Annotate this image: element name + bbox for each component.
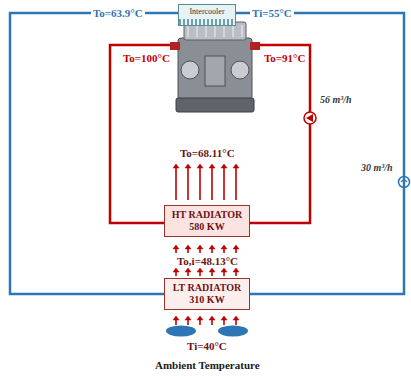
air-arrow-head <box>197 164 203 168</box>
air-arrow-head <box>233 268 239 272</box>
coolant-pipe <box>236 13 404 294</box>
fan-symbols <box>166 326 248 337</box>
air-arrow-head <box>197 245 203 249</box>
air-arrow-head <box>173 268 179 272</box>
temperature-label: Ti=40°C <box>187 340 227 353</box>
node-text: HT RADIATOR <box>171 209 243 221</box>
air-arrow-head <box>197 268 203 272</box>
air-arrow <box>175 167 177 200</box>
engine-fin <box>187 25 189 37</box>
air-arrow <box>223 167 225 200</box>
air-arrow-head <box>197 316 203 320</box>
air-arrow-head <box>209 316 215 320</box>
engine-fin <box>214 25 216 37</box>
temperature-label: Ti=55°C <box>250 7 294 20</box>
intercooler-box: Intercooler <box>178 4 236 26</box>
air-arrow <box>187 167 189 200</box>
air-arrow-head <box>233 245 239 249</box>
air-arrow-head <box>221 316 227 320</box>
temperature-label: 30 m³/h <box>361 162 393 174</box>
engine-fin <box>223 25 225 37</box>
air-arrow-head <box>185 268 191 272</box>
engine-fin <box>241 25 243 37</box>
coolant-pipe <box>10 13 178 294</box>
engine-fin <box>232 25 234 37</box>
air-arrow-head <box>209 164 215 168</box>
air-arrow-head <box>221 245 227 249</box>
radiator-box: LT RADIATOR310 KW <box>164 278 250 310</box>
air-arrow-head <box>209 268 215 272</box>
temperature-label: To=91°C <box>264 52 305 65</box>
air-arrow-head <box>221 268 227 272</box>
node-text: 580 KW <box>171 221 243 233</box>
ht-loop <box>110 45 310 223</box>
ht-pump <box>304 112 316 124</box>
temperature-label: To=63.9°C <box>91 7 145 20</box>
radiator-box: HT RADIATOR580 KW <box>164 205 250 237</box>
temperature-label: To=100°C <box>123 52 170 65</box>
temperature-label: To,i=48.13°C <box>177 255 238 268</box>
air-arrow-head <box>185 316 191 320</box>
node-text: 310 KW <box>171 294 243 306</box>
air-arrow-head <box>185 164 191 168</box>
air-arrow-head <box>173 164 179 168</box>
air-arrow-head <box>173 316 179 320</box>
engine-fin <box>196 25 198 37</box>
air-arrow-head <box>233 316 239 320</box>
air-arrow <box>199 167 201 200</box>
node-text: LT RADIATOR <box>171 282 243 294</box>
air-arrow <box>235 167 237 200</box>
air-arrow-head <box>221 164 227 168</box>
node-text: Intercooler <box>185 7 229 17</box>
engine-picture <box>170 22 260 112</box>
engine-fin <box>205 25 207 37</box>
air-arrow-head <box>173 245 179 249</box>
temperature-label: To=68.11°C <box>180 147 235 160</box>
air-arrow-head <box>233 164 239 168</box>
air-arrow-head <box>209 245 215 249</box>
temperature-label: Ambient Temperature <box>155 359 260 372</box>
air-arrow-head <box>185 245 191 249</box>
temperature-label: 56 m³/h <box>320 94 352 106</box>
air-arrow <box>211 167 213 200</box>
